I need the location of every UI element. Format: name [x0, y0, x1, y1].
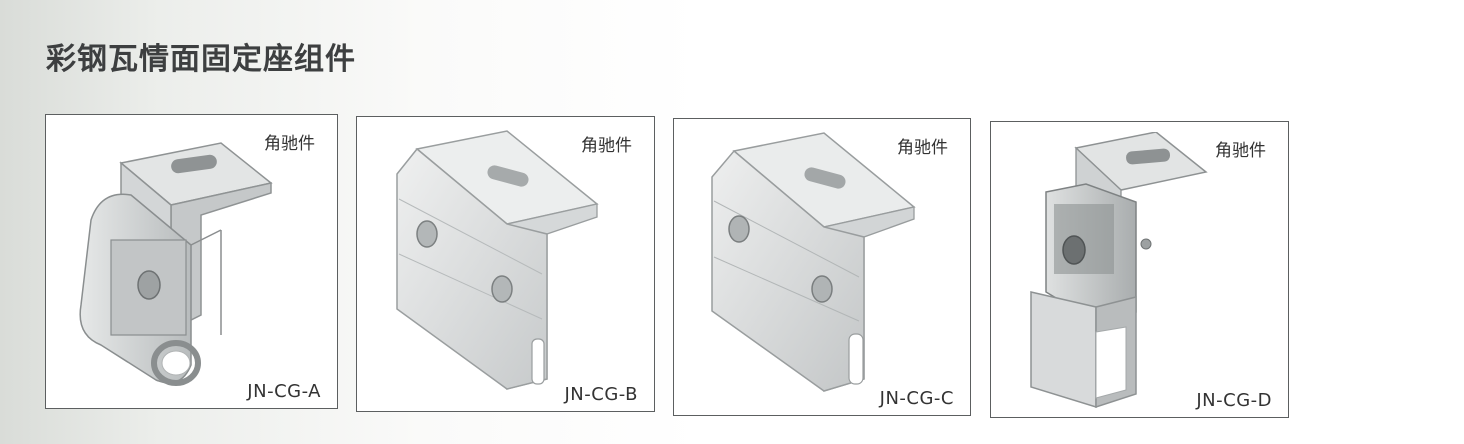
product-code: JN-CG-D	[1196, 390, 1272, 411]
bracket-a-image	[79, 142, 273, 386]
bracket-d-image	[1030, 132, 1208, 409]
part-label: 角驰件	[581, 136, 632, 156]
product-code: JN-CG-C	[879, 388, 954, 409]
bracket-c-image	[711, 132, 916, 392]
product-card-d: 角驰件 JN-CG-D	[990, 121, 1289, 418]
part-label: 角驰件	[264, 134, 315, 154]
product-card-c: 角驰件 JN-CG-C	[673, 118, 971, 416]
page-title: 彩钢瓦情面固定座组件	[46, 42, 356, 77]
product-card-a: 角驰件 JN-CG-A	[45, 114, 338, 409]
product-code: JN-CG-A	[247, 381, 321, 402]
part-label: 角驰件	[1215, 141, 1266, 161]
bracket-b-image	[396, 130, 599, 390]
product-card-b: 角驰件 JN-CG-B	[356, 116, 655, 412]
product-code: JN-CG-B	[564, 384, 638, 405]
part-label: 角驰件	[897, 138, 948, 158]
